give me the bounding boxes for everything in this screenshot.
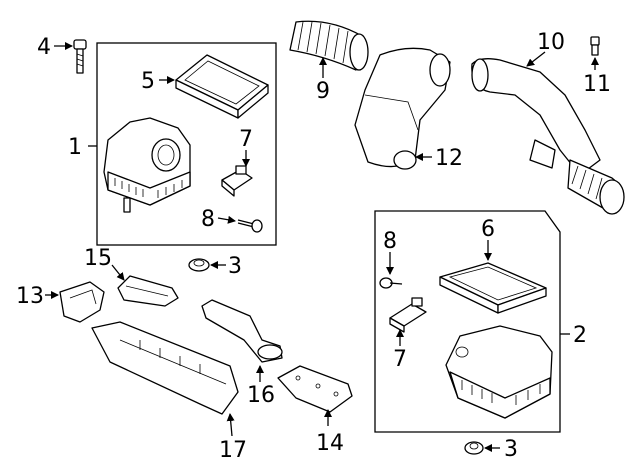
callout-9: 9 (316, 79, 330, 104)
callout-5: 5 (141, 69, 155, 94)
callout-3-upper: 3 (228, 254, 242, 279)
intake-duct-part-10[interactable] (471, 58, 625, 215)
callout-8-lower: 8 (383, 229, 397, 254)
callout-2: 2 (573, 323, 587, 348)
bracket-part-13[interactable] (59, 281, 105, 323)
air-guide-part-17[interactable] (91, 321, 239, 415)
callout-16: 16 (247, 383, 275, 408)
callout-15: 15 (84, 246, 112, 271)
callout-14: 14 (316, 431, 344, 456)
air-cleaner-assembly-part-2[interactable] (445, 325, 553, 419)
hose-part-9[interactable] (289, 20, 369, 71)
bolt-part-4[interactable] (73, 39, 87, 74)
callout-7-upper: 7 (239, 127, 253, 152)
resonator-part-12[interactable] (354, 47, 451, 170)
mass-air-flow-sensor-part-7-lower[interactable] (389, 297, 427, 333)
grommet-part-3-lower[interactable] (464, 441, 484, 455)
bracket-part-14[interactable] (277, 365, 353, 413)
filter-element-part-5[interactable] (175, 54, 269, 119)
callout-13: 13 (16, 284, 44, 309)
callout-17: 17 (219, 438, 247, 463)
group-box-2 (374, 210, 561, 433)
callout-3-lower: 3 (504, 437, 518, 462)
mass-air-flow-sensor-part-7-upper[interactable] (221, 165, 253, 197)
callout-10: 10 (537, 30, 565, 55)
clip-part-11[interactable] (590, 36, 600, 56)
callout-12: 12 (435, 146, 463, 171)
callout-1: 1 (68, 135, 82, 160)
group-box-1 (96, 42, 277, 246)
callout-11: 11 (583, 72, 611, 97)
callout-4: 4 (37, 35, 51, 60)
grommet-part-3-upper[interactable] (188, 258, 210, 272)
callout-8-upper: 8 (201, 207, 215, 232)
screw-part-8-lower[interactable] (379, 277, 403, 289)
callout-6: 6 (481, 217, 495, 242)
air-cleaner-assembly-part-1[interactable] (103, 117, 191, 213)
arrow-8-upper (217, 215, 236, 224)
screw-part-8-upper[interactable] (237, 219, 263, 233)
callout-7-lower: 7 (393, 347, 407, 372)
arrow-10 (526, 51, 546, 67)
arrow-17 (226, 413, 235, 437)
snorkel-part-16[interactable] (201, 299, 283, 363)
arrow-15 (111, 264, 125, 281)
filter-element-part-6[interactable] (439, 262, 547, 314)
duct-part-15[interactable] (117, 275, 179, 307)
